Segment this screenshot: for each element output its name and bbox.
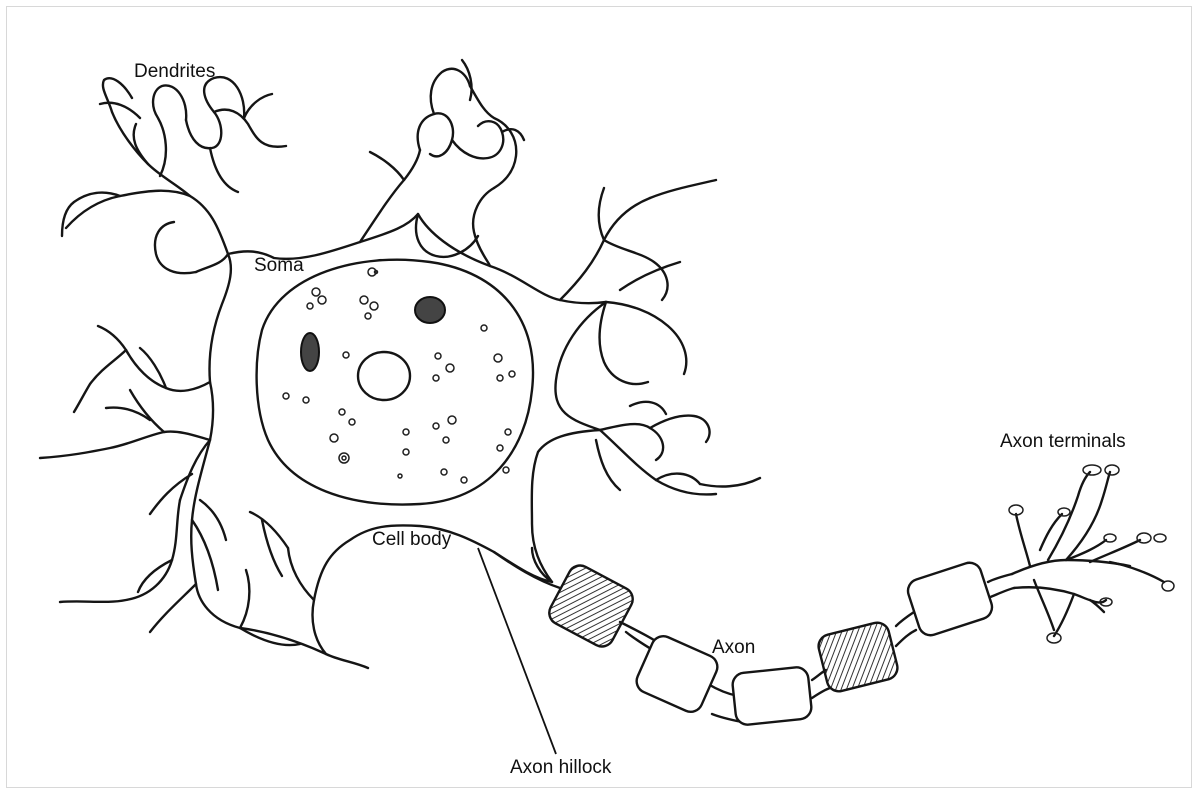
organelle-dark-2 xyxy=(415,297,445,323)
dendrites-top-left xyxy=(62,77,286,273)
dendrites-right xyxy=(560,180,760,494)
nucleolus xyxy=(358,352,410,400)
organelle-dark-1 xyxy=(301,333,319,371)
synaptic-knobs xyxy=(1009,465,1174,643)
cell-body-outline xyxy=(191,214,606,654)
label-axon-hillock: Axon hillock xyxy=(510,758,611,777)
nissl-granules xyxy=(283,268,515,483)
myelin-sheath-1 xyxy=(545,561,637,650)
label-soma: Soma xyxy=(254,256,304,275)
label-axon-terminals: Axon terminals xyxy=(1000,432,1126,451)
label-axon: Axon xyxy=(712,638,755,657)
label-cell-body: Cell body xyxy=(372,530,451,549)
myelin-sheath-3 xyxy=(731,666,812,726)
dendrites-top-center xyxy=(360,60,524,266)
dendrites-left xyxy=(40,326,226,632)
axon-terminals xyxy=(1012,472,1164,636)
myelin-sheath-4 xyxy=(816,620,900,694)
label-dendrites: Dendrites xyxy=(134,62,215,81)
myelin-sheaths xyxy=(545,560,995,726)
myelin-sheath-5 xyxy=(905,560,995,639)
nucleus-outline xyxy=(257,260,533,505)
